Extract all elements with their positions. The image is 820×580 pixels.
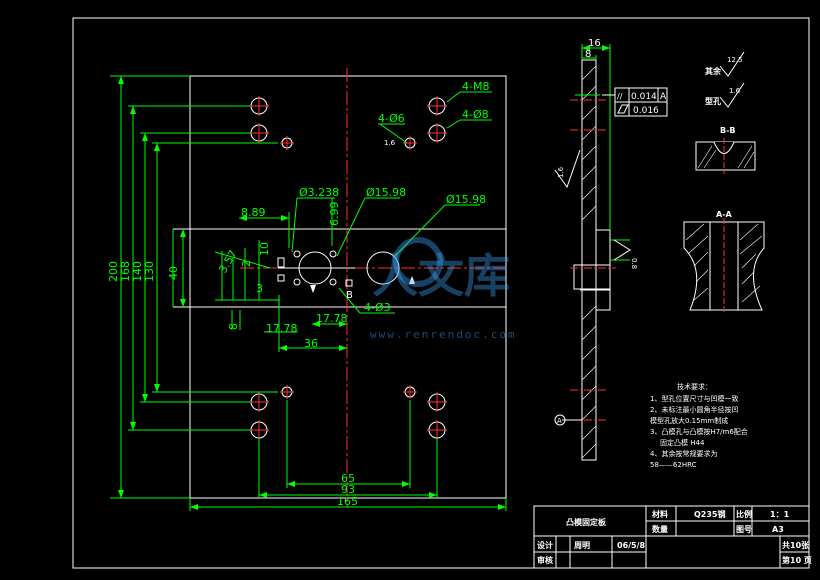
datum-a-circle xyxy=(554,414,566,426)
roughness-notes: 12.5 其余 1.6 型孔 xyxy=(705,51,745,108)
tech-req-line-3: 模型孔放大0.15mm制成 xyxy=(650,416,728,425)
dim-3: 3 xyxy=(256,282,263,295)
title-material-value: Q235钢 xyxy=(694,509,726,519)
technical-requirements: 技术要求： 1、型孔位置尺寸与凹模一致 2、未标注最小圆角半径按凹 模型孔放大0… xyxy=(650,382,748,469)
title-part-name: 凸模固定板 xyxy=(566,517,607,527)
label-d3-238: Ø3.238 xyxy=(299,186,339,199)
dim-93: 93 xyxy=(341,483,355,496)
title-sheets-total: 共10张 xyxy=(782,540,810,550)
dim-130: 130 xyxy=(143,261,156,282)
dim-200: 200 xyxy=(107,261,120,282)
title-drawing-no-label: 图号 xyxy=(736,525,752,534)
tolerance-datum-ref: A xyxy=(660,92,667,102)
watermark: 人文库 www.renrendoc.com xyxy=(370,237,517,341)
title-drawing-no-value: A3 xyxy=(772,525,784,534)
label-d15-98-a: Ø15.98 xyxy=(366,186,406,199)
drawing-frame xyxy=(72,17,810,569)
side-roughness-1-6: 1.6 xyxy=(557,166,565,178)
title-qty-label: 数量 xyxy=(652,524,668,534)
label-4-d6: 4-Ø6 xyxy=(378,112,405,125)
dim-3-57: 3.57 xyxy=(216,248,240,276)
label-d15-98-b: Ø15.98 xyxy=(446,193,486,206)
punch-hole-right xyxy=(366,251,400,285)
tolerance-flatness-symbol: // xyxy=(617,92,623,101)
title-designer: 周明 xyxy=(574,541,590,550)
dim-165: 165 xyxy=(337,495,358,508)
tech-req-line-2: 2、未标注最小圆角半径按凹 xyxy=(650,405,738,414)
dim-8-89: 8.89 xyxy=(241,206,266,219)
dim-17-78-b: 17.78 xyxy=(316,312,348,325)
watermark-url: www.renrendoc.com xyxy=(370,328,517,341)
dim-6-99: 6.99 xyxy=(328,202,341,227)
dim-40: 40 xyxy=(167,266,180,280)
roughness-12-5: 12.5 xyxy=(727,56,743,64)
label-4-d6-roughness: 1.6 xyxy=(384,139,396,147)
dim-10: 10 xyxy=(258,242,271,256)
roughness-bore-label: 型孔 xyxy=(705,96,721,106)
title-block xyxy=(533,505,810,569)
side-dim-16: 16 xyxy=(588,38,601,49)
title-review-label: 审核 xyxy=(537,555,553,565)
dim-2: 2 xyxy=(240,260,253,267)
plate-side-view: 16 8 0.8 1.6 A // 0.014 A 0.016 xyxy=(554,38,668,461)
title-scale-label: 比例 xyxy=(736,509,752,519)
dim-168: 168 xyxy=(119,261,132,282)
datum-a-letter: A xyxy=(557,417,562,425)
section-mark-b: B xyxy=(346,290,353,301)
dim-140: 140 xyxy=(131,261,144,282)
tech-req-line-1: 1、型孔位置尺寸与凹模一致 xyxy=(650,394,738,403)
section-aa-label: A-A xyxy=(716,210,733,219)
title-date: 06/5/8 xyxy=(617,541,646,550)
tech-req-line-4: 3、凸模孔与凸模按H7/m6配合 xyxy=(650,427,748,436)
side-dim-8: 8 xyxy=(585,49,591,60)
label-4-m8: 4-M8 xyxy=(462,80,489,93)
label-4-d3: 4-Ø3 xyxy=(364,301,391,314)
watermark-logo xyxy=(393,237,443,287)
side-dim-0-8: 0.8 xyxy=(630,258,638,269)
plate-outline xyxy=(189,75,507,499)
roughness-1-6: 1.6 xyxy=(729,87,741,95)
title-scale-value: 1：1 xyxy=(770,510,790,519)
dim-36: 36 xyxy=(304,337,318,350)
roughness-rest-label: 其余 xyxy=(705,66,722,76)
title-sheet-no: 第10 页 xyxy=(782,555,812,565)
label-4-d8: 4-Ø8 xyxy=(462,108,489,121)
tech-req-title: 技术要求： xyxy=(677,382,712,391)
title-design-label: 设计 xyxy=(537,540,553,550)
side-view-outline xyxy=(581,59,597,461)
tolerance-cylindricity-value: 0.016 xyxy=(633,106,659,116)
dim-65: 65 xyxy=(341,472,355,485)
section-aa: A-A xyxy=(683,210,765,314)
section-bb: B-B xyxy=(695,126,756,174)
dim-17-78-a: 17.78 xyxy=(266,322,298,335)
section-bb-label: B-B xyxy=(720,126,736,135)
tech-req-line-7: 58——62HRC xyxy=(650,461,697,469)
tolerance-flatness-value: 0.014 xyxy=(631,92,657,102)
watermark-brand: 人文库 xyxy=(372,249,510,303)
dim-8: 8 xyxy=(227,323,240,330)
tech-req-line-5: 固定凸模 H44 xyxy=(660,438,705,447)
plate-front-view: 200 168 140 130 40 10 2 8 3.57 3 17.78 1… xyxy=(107,68,507,511)
title-material-label: 材料 xyxy=(652,509,668,519)
tech-req-line-6: 4、其余按常规要求为 xyxy=(650,449,717,458)
